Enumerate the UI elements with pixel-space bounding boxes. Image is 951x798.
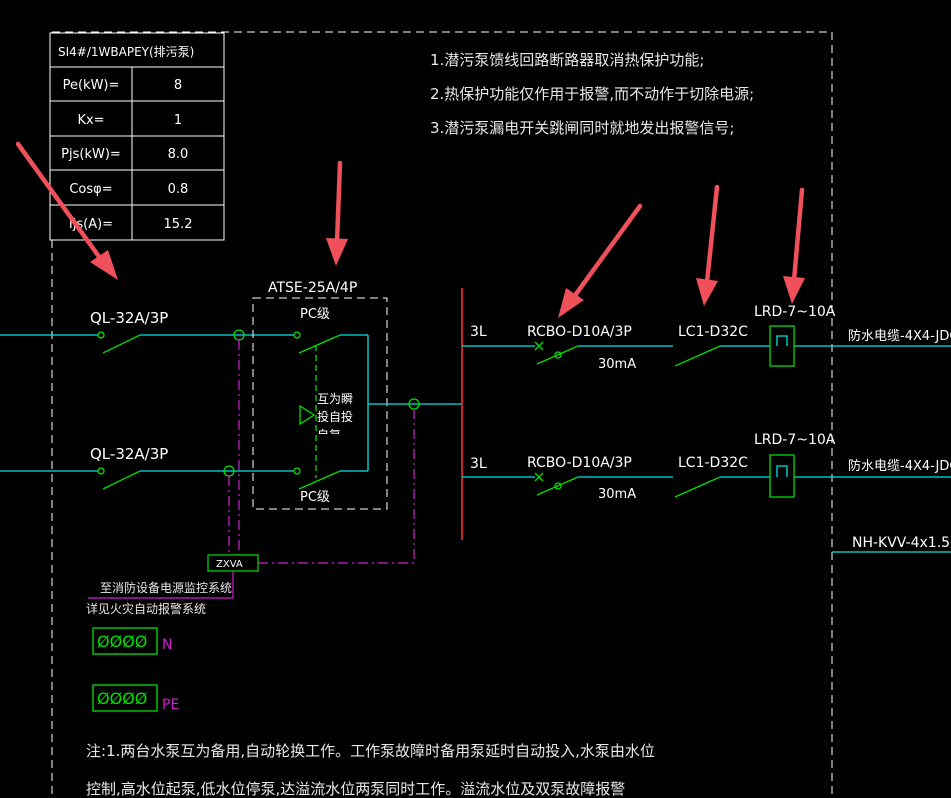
- atse-switch: ATSE-25A/4P PC级 PC级 互为瞬投自投自复: [252, 280, 388, 510]
- branch-1-phase: 3L: [470, 324, 487, 340]
- bottom-notes: 注:1.两台水泵互为备用,自动轮换工作。工作泵故障时备用泵延时自动投入,水泵由水…: [86, 742, 655, 798]
- drawing-frame: [51, 31, 833, 798]
- branch-1-cable: 防水电缆-4X4-JDG2: [848, 328, 951, 344]
- arrow-rcbo-icon: [558, 203, 643, 318]
- incoming-feeder-1: QL-32A/3P: [0, 309, 368, 354]
- terminal-block-pe: ØØØØ PE: [92, 684, 179, 713]
- arrow-contactor-icon: [696, 184, 720, 306]
- branch-1-contactor: LC1-D32C: [678, 324, 748, 340]
- table-value-kx: 1: [174, 113, 182, 128]
- bottom-note-1: 注:1.两台水泵互为备用,自动轮换工作。工作泵故障时备用泵延时自动投入,水泵由水…: [86, 742, 655, 760]
- load-table: SI4#/1WBAPEY(排污泵) Pe(kW)= 8 Kx= 1 Pjs(kW…: [49, 32, 225, 241]
- branch-2-relay-label: LRD-7~10A: [754, 432, 836, 448]
- atse-output: [368, 398, 462, 410]
- branch-1-thermal-relay: [769, 325, 795, 367]
- fire-link-line-1: 至消防设备电源监控系统: [100, 580, 232, 595]
- table-value-cos: 0.8: [168, 182, 189, 197]
- incoming-feeder-2: QL-32A/3P: [0, 445, 368, 490]
- control-cable-label: NH-KVV-4x1.5-J: [852, 535, 951, 551]
- ql-breaker-1-label: QL-32A/3P: [90, 309, 168, 327]
- terminal-n-symbols: ØØØØ: [97, 632, 147, 651]
- branch-2-thermal-relay: [769, 454, 795, 498]
- control-cable: NH-KVV-4x1.5-J: [832, 535, 951, 553]
- top-notes: 1.潜污泵馈线回路断路器取消热保护功能; 2.热保护功能仅作用于报警,而不动作于…: [430, 51, 754, 137]
- branch-1: 3L RCBO-D10A/3P 30mA LC1-D32C LRD-7~10A …: [462, 304, 951, 372]
- branch-2-contactor: LC1-D32C: [678, 455, 748, 471]
- note-2: 2.热保护功能仅作用于报警,而不动作于切除电源;: [430, 85, 754, 103]
- table-header: SI4#/1WBAPEY(排污泵): [58, 45, 194, 59]
- branch-2-rcbo: RCBO-D10A/3P: [527, 455, 632, 471]
- bottom-note-2: 控制,高水位起泵,低水位停泵,达溢流水位两泵同时工作。溢流水位及双泵故障报警: [86, 780, 625, 798]
- note-1: 1.潜污泵馈线回路断路器取消热保护功能;: [430, 51, 704, 69]
- arrow-relay-icon: [783, 187, 805, 304]
- terminal-block-n: ØØØØ N: [92, 627, 172, 655]
- branch-2: 3L RCBO-D10A/3P 30mA LC1-D32C LRD-7~10A …: [462, 432, 951, 502]
- terminal-n-label: N: [162, 637, 172, 653]
- table-label-kx: Kx=: [77, 113, 104, 128]
- terminal-pe-symbols: ØØØØ: [97, 689, 147, 708]
- atse-pc-bottom: PC级: [300, 490, 330, 505]
- table-value-ijs: 15.2: [164, 217, 193, 232]
- branch-2-phase: 3L: [470, 456, 487, 472]
- table-label-pe: Pe(kW)=: [63, 78, 120, 93]
- monitoring-wiring: ZXVA 至消防设备电源监控系统 详见火灾自动报警系统: [86, 340, 415, 616]
- atse-description: 互为瞬投自投自复: [317, 392, 354, 434]
- atse-label: ATSE-25A/4P: [268, 280, 357, 296]
- table-value-pjs: 8.0: [168, 147, 189, 162]
- annotation-arrows: [15, 141, 805, 318]
- table-label-cos: Cosφ=: [69, 182, 112, 197]
- atse-pc-top: PC级: [300, 307, 330, 322]
- arrow-atse-icon: [326, 160, 348, 266]
- arrow-ql-icon: [15, 141, 118, 280]
- fire-link-line-2: 详见火灾自动报警系统: [86, 601, 206, 616]
- branch-2-cable: 防水电缆-4X4-JDG2: [848, 458, 951, 474]
- branch-1-relay-label: LRD-7~10A: [754, 304, 836, 320]
- branch-1-leak: 30mA: [598, 357, 636, 372]
- table-label-pjs: Pjs(kW)=: [61, 147, 121, 162]
- zxva-label: ZXVA: [216, 559, 243, 570]
- ql-breaker-2-label: QL-32A/3P: [90, 445, 168, 463]
- table-value-pe: 8: [174, 78, 182, 93]
- note-3: 3.潜污泵漏电开关跳闸同时就地发出报警信号;: [430, 119, 734, 137]
- branch-1-rcbo: RCBO-D10A/3P: [527, 324, 632, 340]
- branch-2-leak: 30mA: [598, 487, 636, 502]
- terminal-pe-label: PE: [162, 697, 179, 713]
